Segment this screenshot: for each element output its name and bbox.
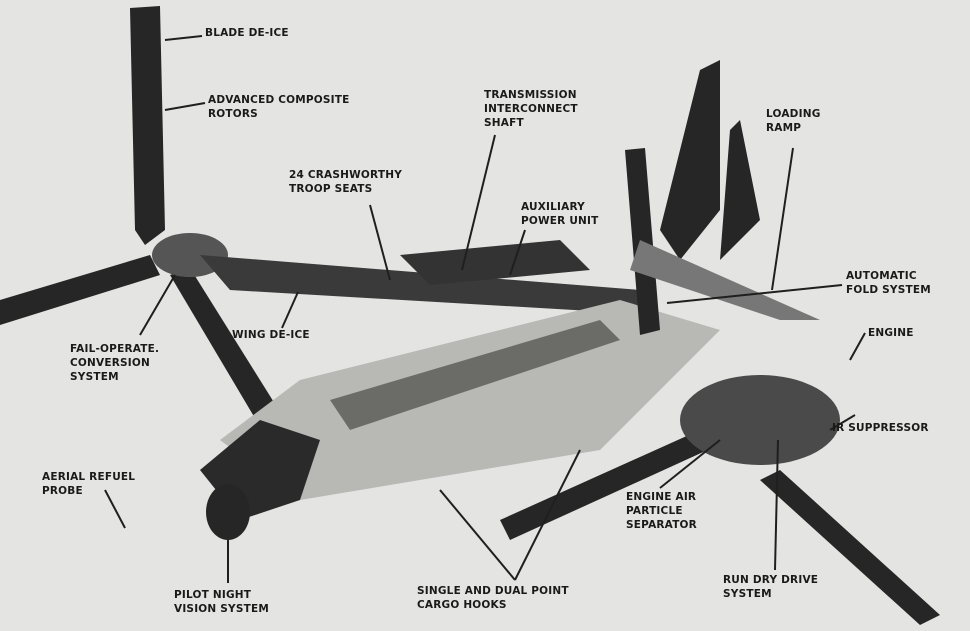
nose-sensor — [206, 484, 250, 540]
right-rotor-blade-right — [760, 470, 940, 625]
vertical-tail-left — [660, 60, 720, 260]
horizontal-tail — [630, 240, 820, 320]
left-nacelle — [152, 233, 228, 277]
left-rotor-blade-down — [170, 268, 285, 430]
right-rotor-blade-lower — [500, 430, 712, 540]
vertical-tail-right — [720, 120, 760, 260]
label-ir-suppressor: IR SUPPRESSOR — [832, 422, 929, 434]
fuselage — [220, 300, 720, 500]
left-rotor-blade-left — [0, 255, 160, 325]
label-blade-deice: BLADE DE-ICE — [205, 27, 289, 39]
right-nacelle — [680, 375, 840, 465]
label-engine: ENGINE — [868, 327, 914, 339]
upper-rotor-shaft — [400, 240, 590, 285]
left-rotor-blade-upper — [130, 6, 165, 245]
fuselage-cutaway — [330, 320, 620, 430]
label-wing-deice: WING DE-ICE — [232, 329, 310, 341]
